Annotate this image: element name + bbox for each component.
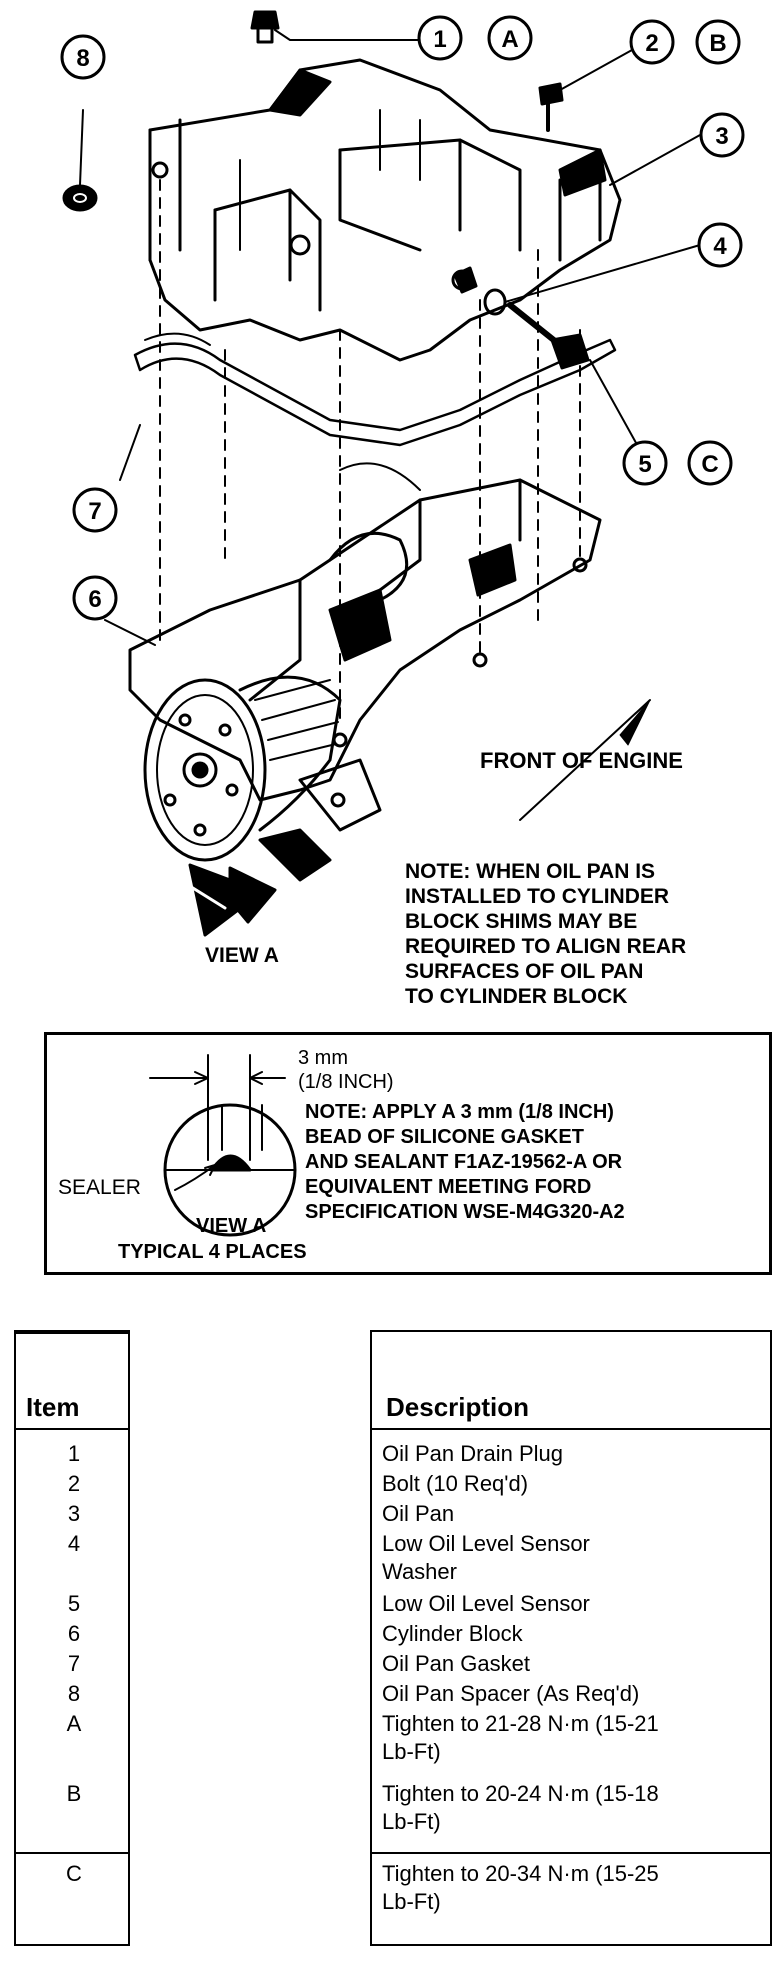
callout-C: C (701, 451, 718, 478)
callout-6-circle (72, 575, 118, 621)
front-of-engine-label: FRONT OF ENGINE (480, 748, 683, 773)
item-cell: C (66, 1861, 82, 1886)
sealant-note-line: BEAD OF SILICONE GASKET (305, 1126, 584, 1148)
leader-line (504, 244, 701, 303)
sealant-note: NOTE: APPLY A 3 mm (1/8 INCH) BEAD OF SI… (305, 1101, 625, 1223)
leader-line (589, 359, 641, 451)
callout-C-circle (687, 440, 733, 486)
callout-B: B (709, 30, 726, 57)
callout-A-circle (487, 15, 533, 61)
leader-line (79, 109, 84, 186)
divider (372, 1428, 770, 1430)
dimension-inch: (1/8 INCH) (298, 1071, 394, 1093)
view-a-arrow (178, 863, 277, 937)
callout-4: 4 (713, 233, 727, 260)
sealant-note-line: AND SEALANT F1AZ-19562-A OR (305, 1151, 623, 1173)
sealant-note-line: NOTE: APPLY A 3 mm (1/8 INCH) (305, 1101, 614, 1123)
dimension-mm: 3 mm (298, 1047, 348, 1069)
item-header: Item (26, 1392, 80, 1422)
item-cell: 1 (67, 1441, 81, 1466)
item-cell: 6 (67, 1621, 81, 1646)
shims-note-line: INSTALLED TO CYLINDER (405, 885, 669, 908)
callout-5: 5 (638, 451, 651, 478)
sealer-bead-detail (149, 1054, 297, 1237)
sealer-label: SEALER (58, 1176, 141, 1199)
description-cell: Tighten to 20-34 N·m (15-25 Lb-Ft) (382, 1861, 659, 1914)
callout-B-circle (695, 19, 741, 65)
item-cell: 8 (67, 1681, 81, 1706)
callout-4-circle (697, 222, 743, 268)
description-cell: Tighten to 21-28 N·m (15-21 Lb-Ft) (382, 1711, 659, 1764)
shims-note: NOTE: WHEN OIL PAN IS INSTALLED TO CYLIN… (405, 860, 686, 1008)
front-of-engine-arrow (519, 699, 651, 821)
shims-note-line: SURFACES OF OIL PAN (405, 960, 643, 983)
description-table: Description Oil Pan Drain Plug Bolt (10 … (370, 1330, 772, 1946)
shims-note-line: NOTE: WHEN OIL PAN IS (405, 860, 655, 883)
callout-7: 7 (88, 498, 101, 525)
item-cell: 4 (67, 1531, 81, 1556)
leader-line (559, 49, 633, 91)
leader-line (609, 134, 701, 186)
view-a-label: VIEW A (205, 944, 279, 967)
callout-A: A (501, 26, 518, 53)
item-cell: 2 (67, 1471, 81, 1496)
item-cell: 3 (67, 1501, 81, 1526)
description-cell: Low Oil Level Sensor (382, 1591, 590, 1616)
description-cell: Oil Pan Drain Plug (382, 1441, 563, 1466)
description-header: Description (386, 1392, 530, 1422)
view-a-box-label: VIEW A (196, 1215, 266, 1237)
crankshaft-pulley-illustration (143, 675, 342, 862)
divider (16, 1428, 128, 1430)
cylinder-block-illustration (128, 462, 602, 882)
callout-8: 8 (76, 45, 89, 72)
typical-places-label: TYPICAL 4 PLACES (118, 1241, 307, 1263)
description-cell: Oil Pan Spacer (As Req'd) (382, 1681, 640, 1706)
callout-6: 6 (88, 586, 101, 613)
item-cell: 7 (67, 1651, 81, 1676)
description-cell: Oil Pan Gasket (382, 1651, 530, 1676)
leader-line (104, 619, 156, 646)
leader-line (119, 424, 141, 481)
item-cell: A (66, 1711, 82, 1736)
bolt-illustration (538, 82, 564, 132)
oil-pan-spacer-illustration (62, 184, 98, 212)
oil-pan-illustration (148, 58, 622, 362)
divider (16, 1332, 128, 1334)
item-cell: B (66, 1781, 82, 1806)
item-table: Item 1 2 3 4 5 6 7 8 A B C (14, 1330, 130, 1946)
sealant-note-line: SPECIFICATION WSE-M4G320-A2 (305, 1201, 625, 1223)
description-cell: Oil Pan (382, 1501, 455, 1526)
leader-line (274, 29, 421, 41)
shims-note-line: BLOCK SHIMS MAY BE (405, 910, 637, 933)
description-cell: Bolt (10 Req'd) (382, 1471, 529, 1496)
description-cell: Tighten to 20-24 N·m (15-18 Lb-Ft) (382, 1781, 659, 1834)
shims-note-line: TO CYLINDER BLOCK (405, 985, 627, 1008)
shims-note-line: REQUIRED TO ALIGN REAR (405, 935, 686, 958)
oil-pan-gasket-illustration (133, 332, 617, 447)
callout-3-circle (699, 112, 745, 158)
callout-1-circle (417, 15, 463, 61)
description-cell: Low Oil Level Sensor Washer (382, 1531, 590, 1584)
callout-8-circle (60, 34, 106, 80)
callout-2: 2 (645, 30, 658, 57)
sealant-note-line: EQUIVALENT MEETING FORD (305, 1176, 591, 1198)
low-oil-level-sensor-illustration (483, 288, 590, 370)
callout-3: 3 (715, 123, 728, 150)
callout-1: 1 (433, 26, 446, 53)
callout-5-circle (622, 440, 668, 486)
drain-plug-illustration (250, 10, 280, 44)
view-a-detail-box (44, 1032, 772, 1275)
description-cell: Cylinder Block (382, 1621, 523, 1646)
divider (372, 1852, 770, 1854)
callout-2-circle (629, 19, 675, 65)
divider (16, 1852, 128, 1854)
callout-7-circle (72, 487, 118, 533)
item-cell: 5 (67, 1591, 81, 1616)
